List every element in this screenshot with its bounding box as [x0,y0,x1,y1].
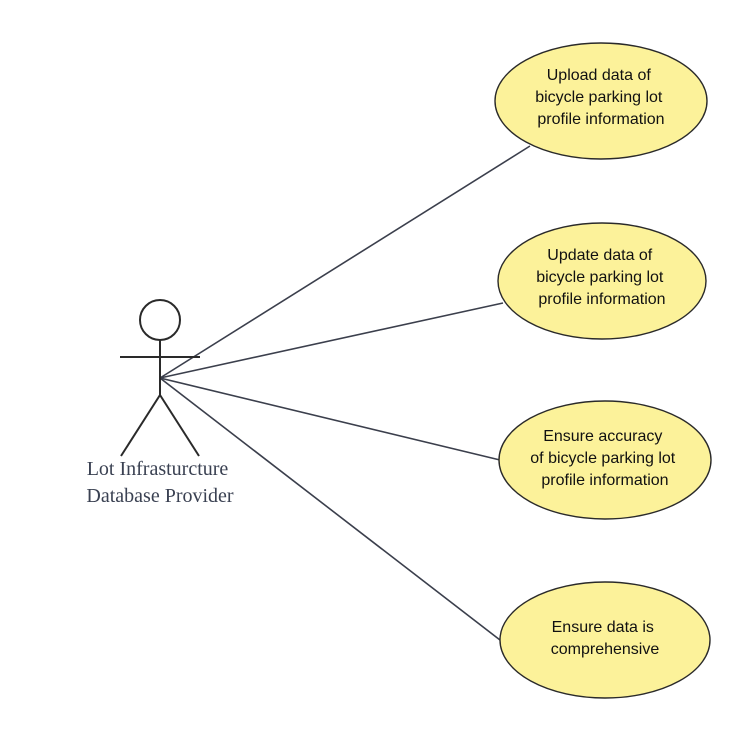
associations [159,145,531,641]
use-case-label-line: Ensure data is [552,619,654,636]
use-case-label-line: profile information [538,291,665,308]
use-case-ellipse [499,581,711,699]
use-case-label-line: profile information [537,111,664,128]
use-case-label: Upload data of bicycle parking lot profi… [535,67,667,128]
use-case-label-line: bicycle parking lot [535,89,663,106]
association-line-comprehensive [159,377,501,641]
use-case-upload-data[interactable]: Upload data of bicycle parking lot profi… [494,42,708,160]
use-case-label: Update data of bicycle parking lot profi… [536,247,668,308]
use-case-label-line: of bicycle parking lot [530,450,676,467]
use-case-label-line: bicycle parking lot [536,269,664,286]
association-line-accuracy [159,377,501,461]
use-case-ellipse [494,42,708,160]
use-case-label: Ensure accuracy of bicycle parking lot p… [530,428,679,489]
use-case-ellipse [497,222,707,340]
association-line-upload [159,145,531,379]
use-case-ensure-accuracy[interactable]: Ensure accuracy of bicycle parking lot p… [498,400,712,520]
use-case-ensure-comprehensive[interactable]: Ensure data is comprehensive [499,581,711,699]
use-case-ellipse [498,400,712,520]
actor-name: Lot Infrasturcture Database Provider [86,458,234,507]
actor-figure[interactable] [120,299,200,457]
use-case-label-line: comprehensive [551,641,660,658]
use-case-update-data[interactable]: Update data of bicycle parking lot profi… [497,222,707,340]
use-case-label-line: profile information [541,472,668,489]
use-case-label-line: Ensure accuracy [543,428,662,445]
actor-right-leg [159,394,200,457]
association-line-update [159,302,504,379]
actor-head [139,299,181,341]
use-case-label-line: Upload data of [547,67,652,84]
use-case-label: Ensure data is comprehensive [551,619,660,658]
actor-name-line-2: Database Provider [86,485,234,507]
use-case-label-line: Update data of [547,247,653,264]
actor-left-leg [120,394,161,457]
actor-name-line-1: Lot Infrasturcture [87,458,229,480]
